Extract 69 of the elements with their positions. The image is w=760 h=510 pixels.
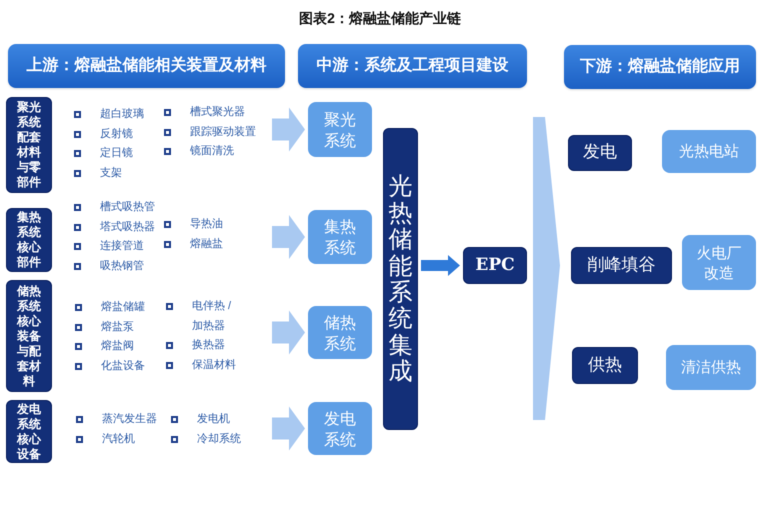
list-item: 电伴热 / 加热器 [192,299,232,334]
category-name: 储热系统核心装备与配套材料 [16,284,42,388]
list-item: 导热油 [190,217,223,232]
category-box [6,280,52,392]
category-name: 发电系统核心设备 [16,402,42,462]
category-name: 集热系统核心部件 [16,210,42,270]
application-box [568,135,632,171]
list-item: 槽式吸热管 [100,200,155,215]
category-name: 聚光系统配套材料与零部件 [16,100,42,190]
application-name: 发电 [583,141,617,164]
diagram-title: 图表2：熔融盐储能产业链 [299,9,461,28]
system-name: 聚光系统 [322,108,357,150]
stage-header [298,44,527,88]
epc-box [463,247,527,284]
system-name: 发电系统 [322,408,357,450]
list-item: 镜面清洗 [190,144,234,159]
list-item: 换热器 [192,338,225,353]
list-item: 熔盐泵 [101,320,134,334]
application-name: 供热 [588,354,622,377]
integration-name: 光热储能系统集成 [387,173,414,385]
list-item: 熔融盐 [190,236,223,252]
list-item: 连接管道 [100,238,144,254]
list-item: 熔盐阀 [101,338,134,354]
block-arrow [272,406,305,450]
list-item: 发电机 [197,412,230,427]
scenario-box [682,235,756,290]
list-item: 槽式聚光器 [190,105,245,120]
stage-title: 下游：熔融盐储能应用 [580,56,740,77]
list-item: 保温材料 [192,358,236,372]
system-name: 集热系统 [322,216,357,258]
application-box [571,247,672,284]
application-box [572,347,638,384]
block-arrow [272,215,305,259]
list-item: 汽轮机 [102,432,135,446]
category-box [6,208,52,272]
list-item: 熔盐储罐 [101,300,145,315]
system-box [308,402,372,455]
list-item: 吸热钢管 [100,258,144,274]
list-item: 蒸汽发生器 [102,412,157,427]
stage-title: 中游：系统及工程项目建设 [316,55,508,76]
system-name: 储热系统 [322,312,357,354]
block-arrow [421,255,460,276]
list-item: 定日镜 [100,146,133,161]
scenario-box [666,345,756,390]
stage-title: 上游：熔融盐储能相关装置及材料 [26,55,266,76]
stage-header [564,45,756,89]
category-box [6,97,52,193]
integration-box [383,128,418,430]
list-item: 冷却系统 [197,432,241,446]
system-box [308,306,372,359]
scenario-box [662,130,756,173]
epc-label: EPC [475,254,515,277]
block-arrow [272,108,305,152]
scenario-name: 清洁供热 [681,357,741,378]
stage-header [8,44,285,88]
list-item: 塔式吸热器 [100,220,155,234]
application-name: 削峰填谷 [588,254,656,277]
list-item: 支架 [100,166,122,180]
list-item: 超白玻璃 [100,106,144,122]
system-box [308,102,372,157]
scenario-name: 火电厂改造 [696,242,742,282]
list-item: 反射镜 [100,126,133,142]
list-item: 化盐设备 [101,358,145,374]
block-arrow [533,117,560,420]
block-arrow [272,310,305,354]
list-item: 跟踪驱动装置 [190,124,256,140]
category-box [6,400,52,463]
system-box [308,210,372,264]
scenario-name: 光热电站 [679,141,739,162]
